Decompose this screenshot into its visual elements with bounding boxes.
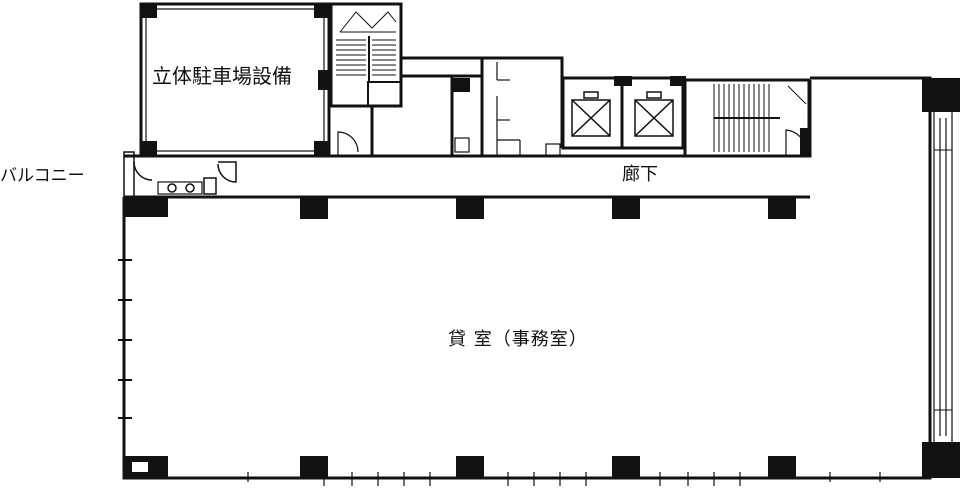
- stair-upper-wall: [329, 2, 403, 108]
- office-room-label: 貸 室（事務室）: [448, 329, 588, 350]
- column: [300, 197, 328, 219]
- elevator-columns: [614, 76, 686, 86]
- stair-upper: [329, 2, 403, 108]
- column: [922, 78, 960, 112]
- column: [141, 141, 157, 156]
- column: [614, 76, 632, 86]
- balcony-label: バルコニー: [0, 166, 85, 186]
- column-notch: [132, 462, 148, 472]
- column: [456, 456, 484, 478]
- column: [922, 442, 960, 478]
- office-columns: [124, 78, 960, 478]
- parking-room-columns: [141, 4, 330, 156]
- door-swing: [337, 131, 359, 157]
- column: [300, 456, 328, 478]
- column: [141, 4, 157, 18]
- column: [768, 456, 796, 478]
- bottom-window-marks: [247, 472, 881, 486]
- column: [612, 197, 640, 219]
- right-curtain-wall: [933, 112, 953, 442]
- left-window-marks: [118, 259, 132, 419]
- column: [452, 78, 470, 92]
- service-room-columns: [452, 78, 470, 92]
- stair-lower: [683, 78, 811, 158]
- column: [456, 197, 484, 219]
- column: [124, 197, 168, 217]
- elevator-2: [634, 91, 674, 137]
- column: [612, 456, 640, 478]
- elevator-core: [561, 76, 685, 150]
- column: [314, 141, 330, 156]
- column: [314, 4, 330, 18]
- restroom-fixtures: [454, 62, 561, 157]
- column: [800, 128, 810, 156]
- column: [670, 76, 686, 86]
- stair-lower-columns: [800, 128, 810, 156]
- column: [318, 70, 330, 90]
- balcony: [123, 151, 237, 199]
- corridor-label: 廊下: [622, 164, 658, 185]
- column: [768, 197, 796, 219]
- stair-landing: [367, 81, 402, 107]
- elevator-1: [571, 91, 611, 137]
- parking-equipment-label: 立体駐車場設備: [152, 64, 292, 88]
